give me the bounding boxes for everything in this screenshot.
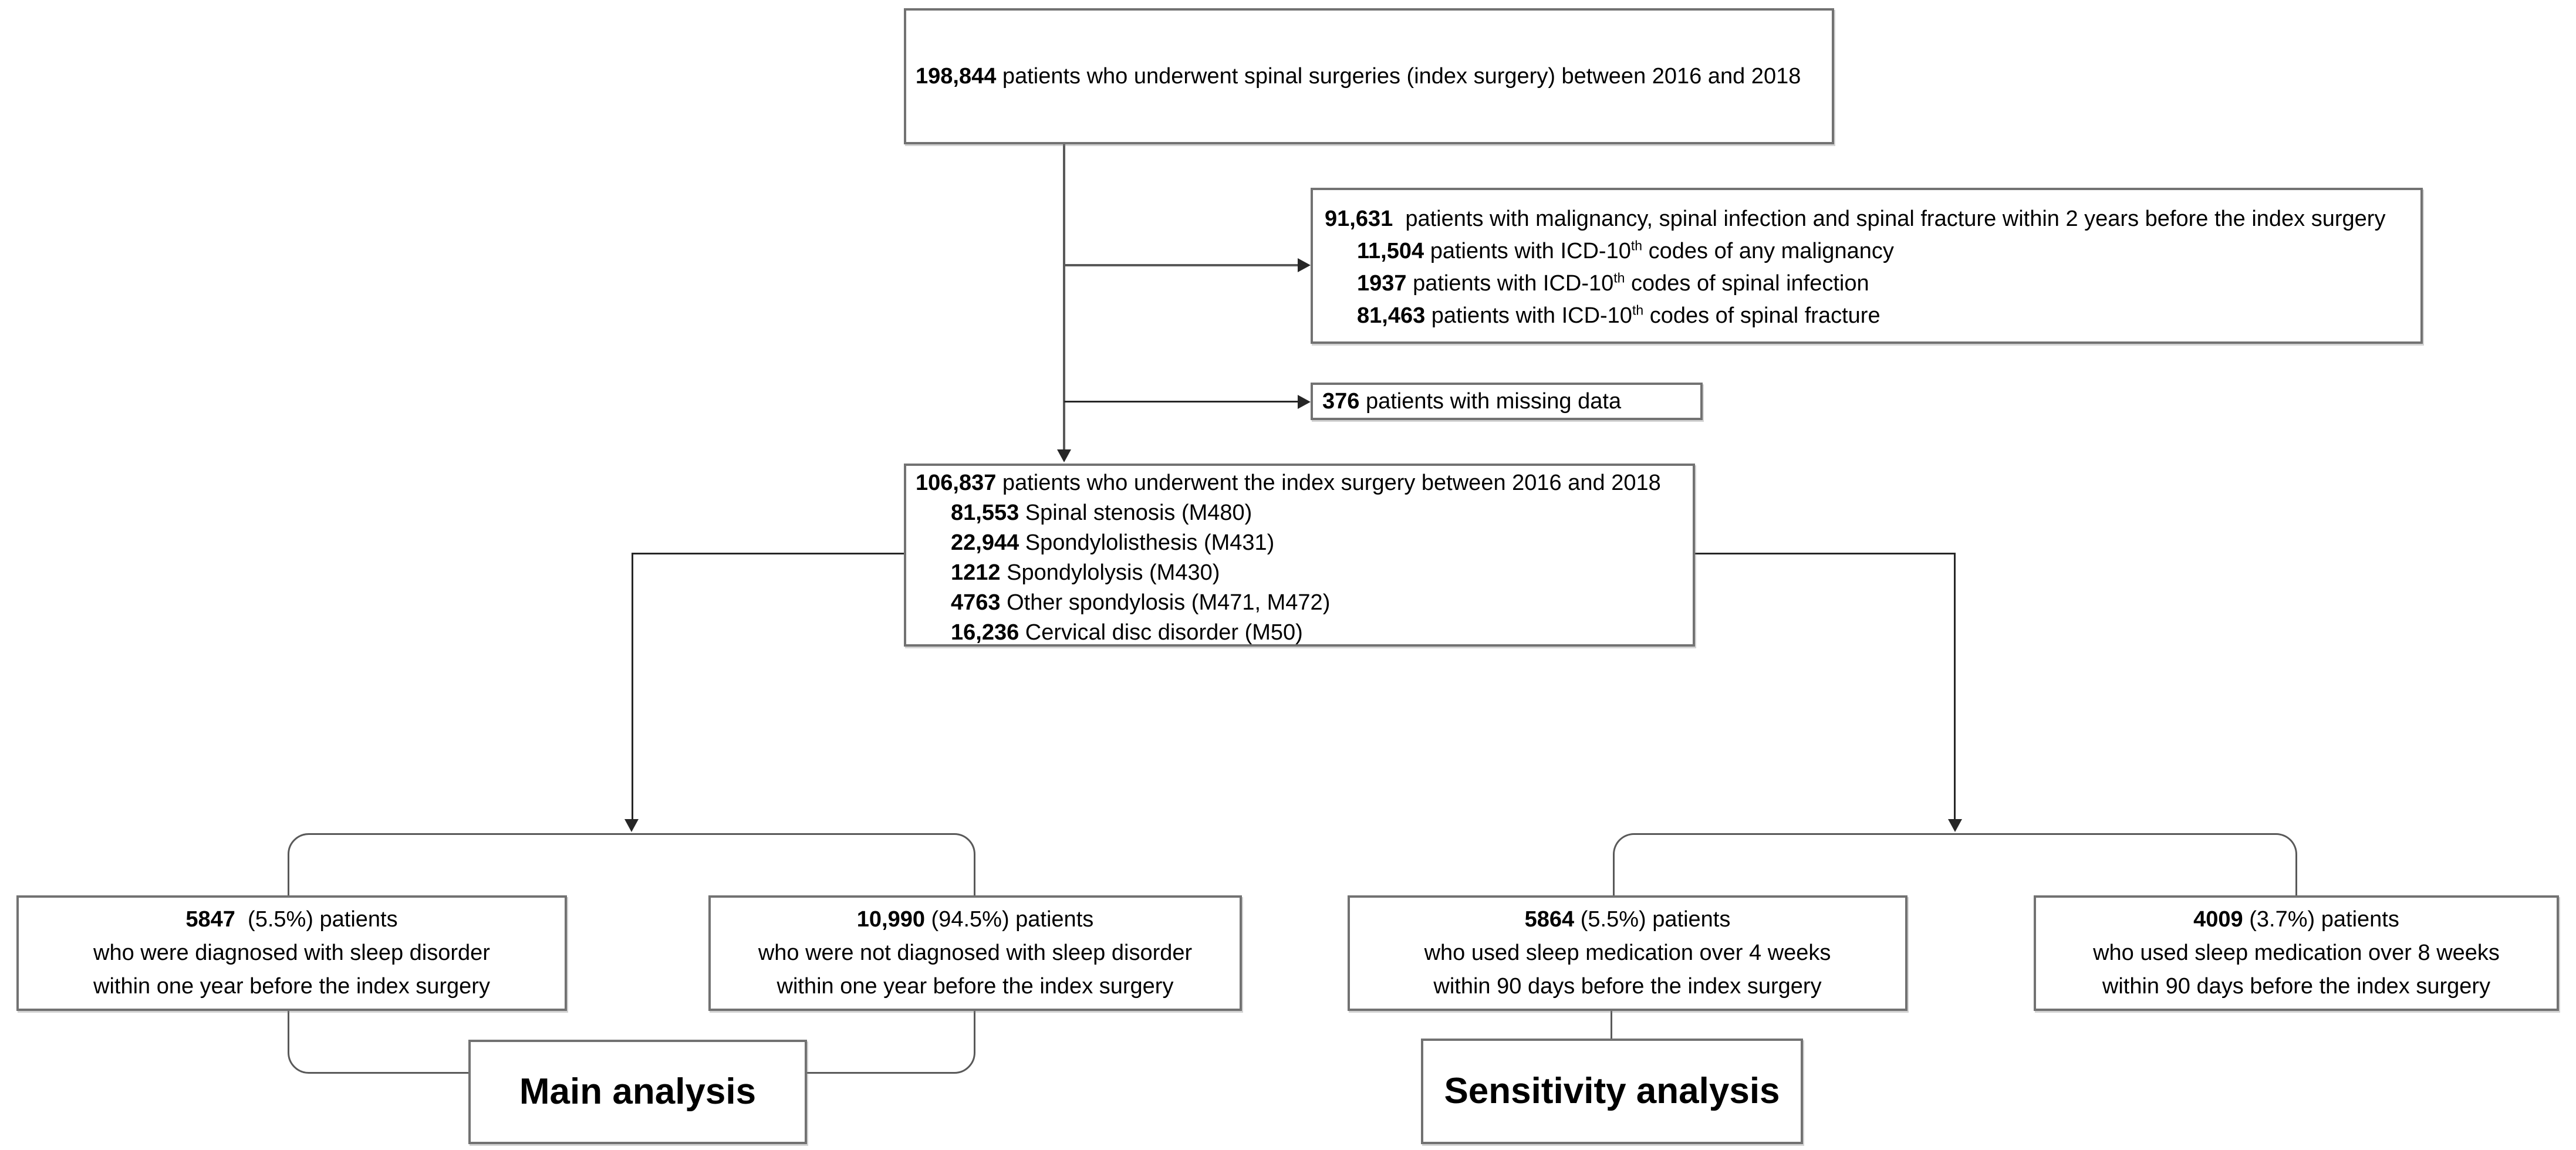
- exclusion-line: 11,504 patients with ICD-10th codes of a…: [1357, 238, 1894, 263]
- total-surgeries-text: 198,844 patients who underwent spinal su…: [916, 64, 1801, 89]
- arrowhead-to-main-bracket: [624, 819, 639, 832]
- outcome-line3: within 90 days before the index surgery: [2102, 974, 2491, 999]
- cohort-line: 16,236 Cervical disc disorder (M50): [951, 620, 1303, 645]
- exclusion-line: 81,463 patients with ICD-10th codes of s…: [1357, 302, 1880, 328]
- infection-count: 1937: [1357, 271, 1407, 296]
- box-total-surgeries: 198,844 patients who underwent spinal su…: [904, 8, 1834, 144]
- outcome-line2: who were diagnosed with sleep disorder: [93, 941, 490, 965]
- sensitivity-analysis-text: Sensitivity analysis: [1444, 1071, 1780, 1111]
- outcome-line2: who used sleep medication over 8 weeks: [2093, 941, 2500, 965]
- outcome-line1: 5864 (5.5%) patients: [1524, 907, 1731, 932]
- outcome-line2: who were not diagnosed with sleep disord…: [758, 941, 1193, 965]
- flow-line-right-horizontal: [1694, 553, 1955, 554]
- arrowhead-to-index-box: [1057, 449, 1071, 462]
- outcome-line3: within one year before the index surgery: [93, 974, 490, 999]
- missing-data-text: 376 patients with missing data: [1322, 389, 1622, 414]
- outcome-line1: 5847 (5.5%) patients: [185, 907, 398, 932]
- label-sensitivity-analysis: Sensitivity analysis: [1421, 1039, 1803, 1144]
- flow-line-exclusion-branch: [1064, 264, 1299, 266]
- box-no-sleep-disorder: 10,990 (94.5%) patients who were not dia…: [708, 895, 1242, 1011]
- cohort-line: 4763 Other spondylosis (M471, M472): [951, 590, 1331, 615]
- outcome-line2: who used sleep medication over 4 weeks: [1424, 941, 1831, 965]
- flow-line-left-vertical: [632, 553, 633, 820]
- arrowhead-to-sensitivity-bracket: [1948, 819, 1962, 832]
- outcome-line1: 4009 (3.7%) patients: [2193, 907, 2399, 932]
- cohort-line: 106,837 patients who underwent the index…: [916, 471, 1661, 495]
- cohort-total-count: 106,837: [916, 471, 997, 495]
- missing-data-count: 376: [1322, 389, 1360, 414]
- flow-line-sensitivity-stub: [1611, 1009, 1612, 1040]
- box-sleep-med-4-weeks: 5864 (5.5%) patients who used sleep medi…: [1348, 895, 1907, 1011]
- malignancy-count: 11,504: [1357, 239, 1424, 263]
- exclusion-line: 91,631 patients with malignancy, spinal …: [1325, 207, 2386, 231]
- box-missing-data: 376 patients with missing data: [1311, 383, 1703, 420]
- arrowhead-to-missing-box: [1298, 395, 1311, 409]
- outcome-line1: 10,990 (94.5%) patients: [856, 907, 1094, 932]
- flow-line-missing-branch: [1064, 401, 1299, 402]
- box-index-surgery-cohort: 106,837 patients who underwent the index…: [904, 464, 1695, 647]
- flow-line-right-vertical: [1954, 553, 1956, 820]
- total-surgeries-count: 198,844: [916, 64, 997, 89]
- outcome-line3: within 90 days before the index surgery: [1433, 974, 1822, 999]
- box-sleep-med-8-weeks: 4009 (3.7%) patients who used sleep medi…: [2034, 895, 2559, 1011]
- flow-line-left-horizontal: [632, 553, 904, 554]
- exclusion-total-count: 91,631: [1325, 207, 1393, 231]
- arrowhead-to-exclusion-box: [1298, 258, 1311, 272]
- cohort-line: 81,553 Spinal stenosis (M480): [951, 500, 1252, 525]
- fracture-count: 81,463: [1357, 303, 1426, 328]
- label-main-analysis: Main analysis: [468, 1040, 807, 1144]
- flow-line-main-vertical: [1063, 144, 1065, 451]
- cohort-line: 1212 Spondylolysis (M430): [951, 560, 1220, 585]
- outcome-line3: within one year before the index surgery: [776, 974, 1174, 999]
- main-analysis-text: Main analysis: [519, 1071, 757, 1112]
- exclusion-line: 1937 patients with ICD-10th codes of spi…: [1357, 270, 1869, 296]
- box-sleep-disorder: 5847 (5.5%) patients who were diagnosed …: [16, 895, 567, 1011]
- cohort-line: 22,944 Spondylolisthesis (M431): [951, 530, 1275, 555]
- box-exclusions: 91,631 patients with malignancy, spinal …: [1311, 188, 2423, 344]
